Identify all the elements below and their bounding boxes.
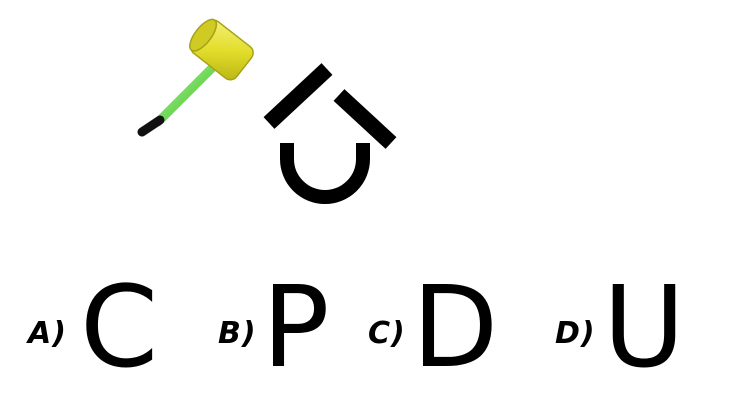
option-b[interactable]: B) P bbox=[218, 272, 338, 390]
option-c-letter: D bbox=[412, 263, 499, 393]
option-a-label: A) bbox=[28, 316, 67, 351]
option-a-letter: C bbox=[80, 263, 159, 393]
hammer-icon bbox=[137, 18, 254, 137]
hammer-handle bbox=[153, 63, 217, 127]
option-d[interactable]: D) U bbox=[555, 272, 695, 390]
option-d-letter: U bbox=[603, 263, 685, 393]
broken-letter-figure bbox=[263, 63, 397, 204]
option-b-label: B) bbox=[218, 316, 257, 351]
option-c-label: C) bbox=[368, 316, 406, 351]
broken-piece-u-curve bbox=[280, 143, 370, 204]
broken-piece-left-diagonal bbox=[263, 63, 333, 129]
option-b-letter: P bbox=[262, 263, 330, 393]
option-c[interactable]: C) D bbox=[368, 272, 508, 390]
option-a[interactable]: A) C bbox=[28, 272, 178, 390]
option-d-label: D) bbox=[555, 316, 596, 351]
hammer-head bbox=[189, 18, 254, 81]
broken-piece-right-diagonal bbox=[333, 89, 397, 149]
hammer-grip bbox=[137, 115, 165, 137]
